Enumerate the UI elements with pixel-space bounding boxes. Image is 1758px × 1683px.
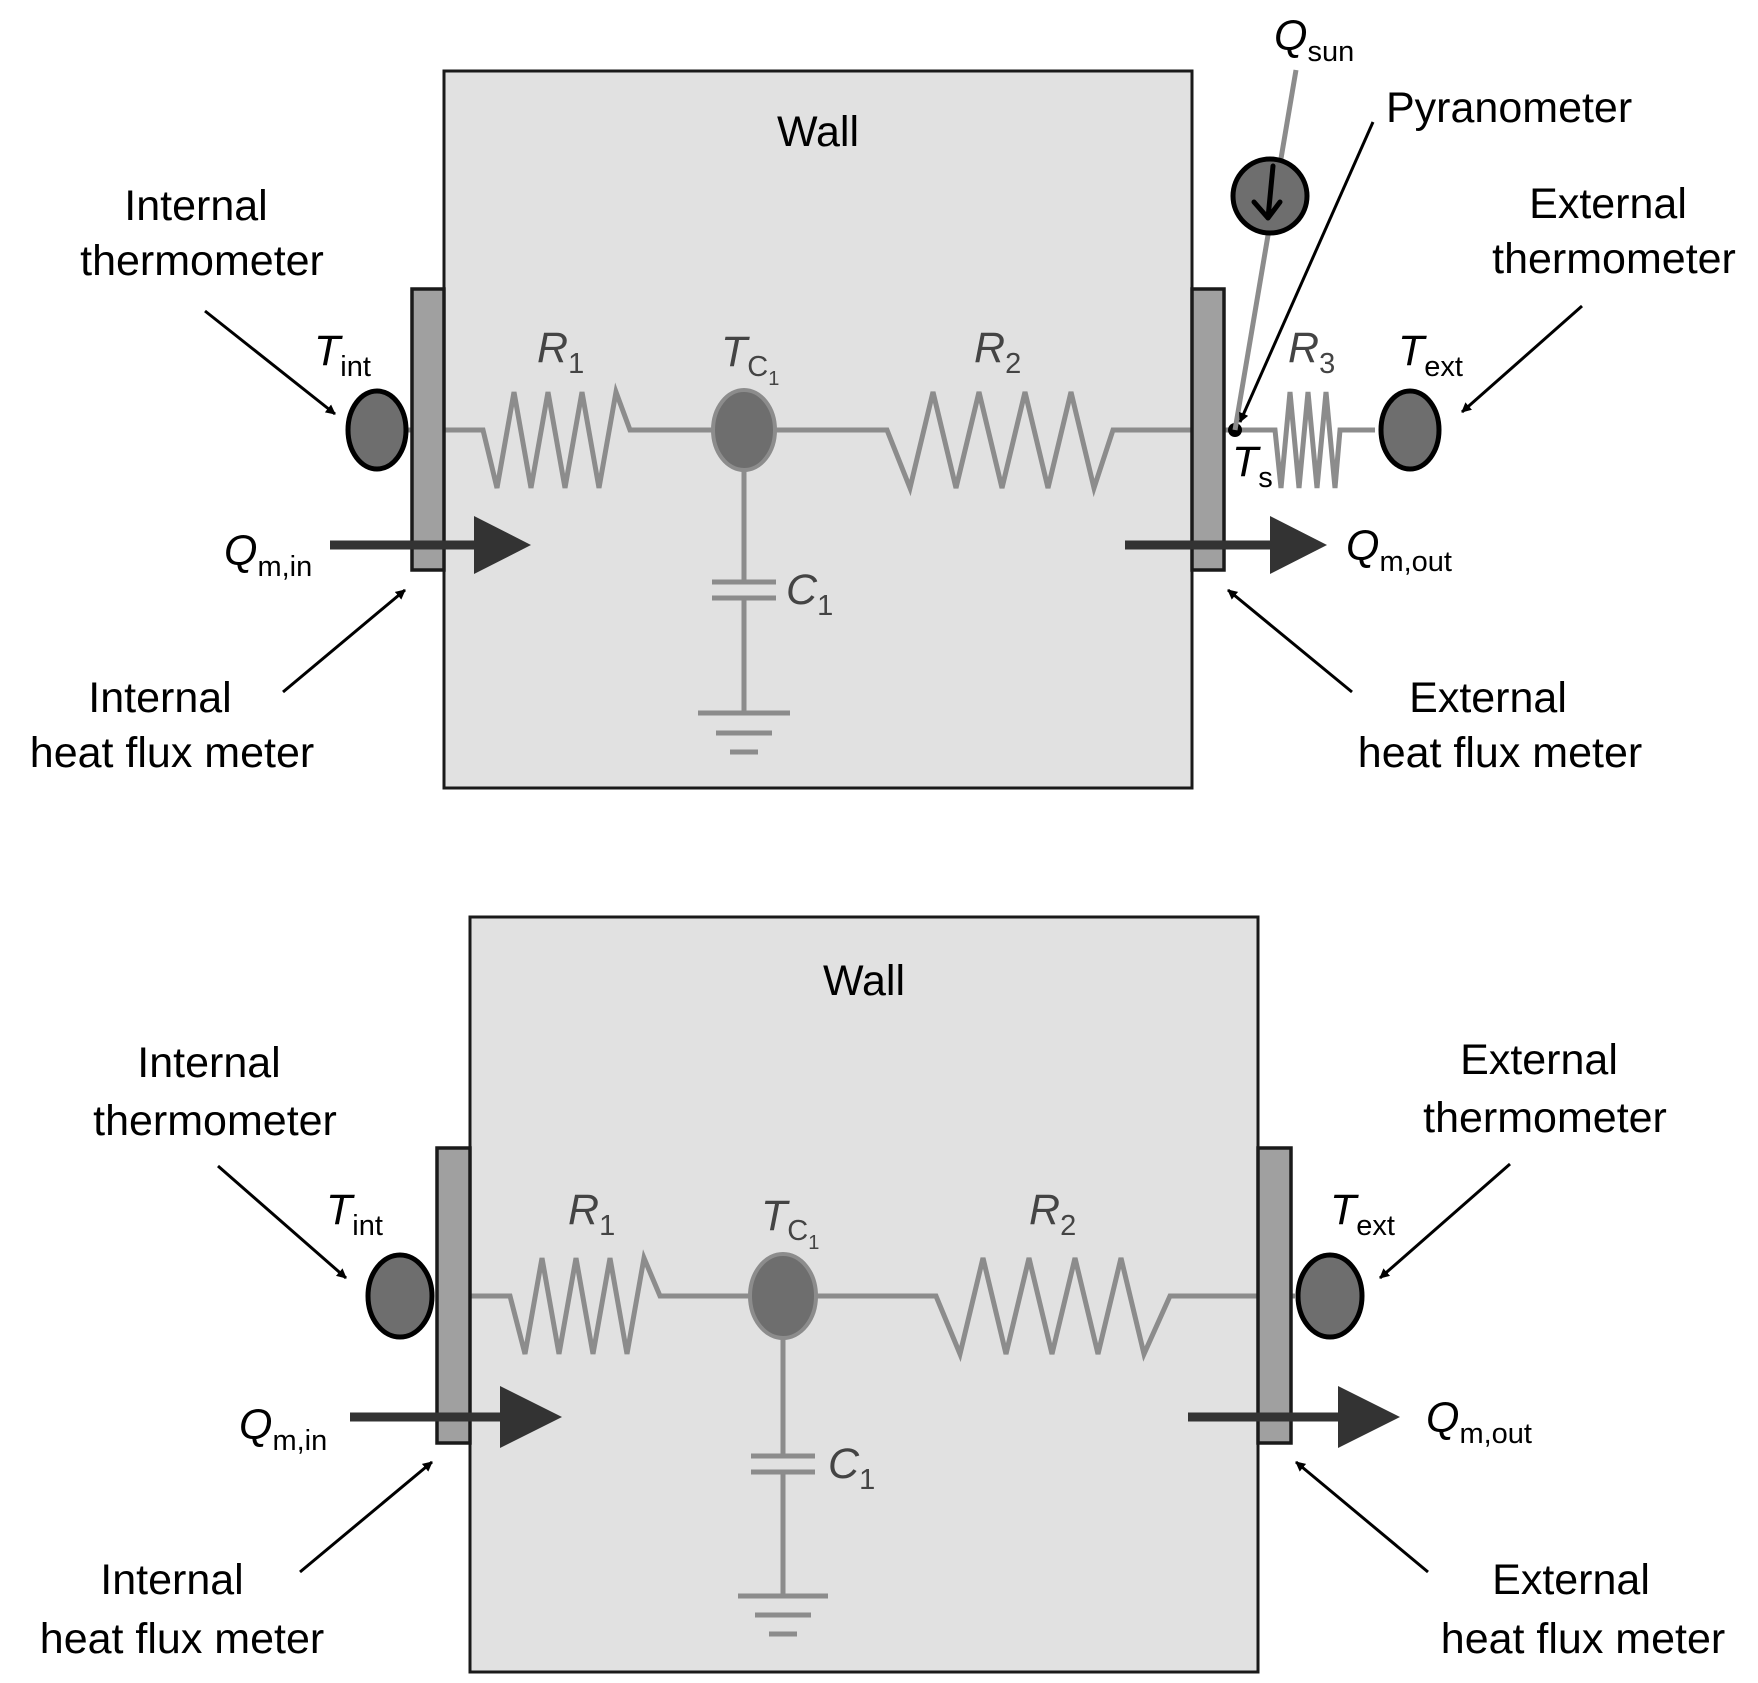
bottom-tc1-symbol: TC1	[761, 1192, 819, 1254]
top-pyranometer-label: Pyranometer	[1386, 84, 1632, 132]
bottom-external-thermometer-pointer	[1379, 1162, 1511, 1280]
top-q-out-symbol: Qm,out	[1346, 522, 1452, 578]
top-internal-thermometer-label: Internal thermometer	[80, 182, 324, 285]
top-external-thermometer-label: External thermometer	[1492, 180, 1736, 283]
top-t-int-symbol: Tint	[314, 327, 371, 383]
top-circuit-wire	[405, 382, 1235, 498]
top-r1-symbol: R1	[537, 324, 584, 380]
bottom-internal-thermometer-pointer	[217, 1164, 347, 1280]
bottom-internal-heat-flux-meter-label: Internal heat flux meter	[40, 1556, 324, 1663]
top-external-heat-flux-meter-plate	[1190, 287, 1226, 572]
bottom-external-thermometer-label: External thermometer	[1423, 1036, 1667, 1142]
bottom-external-heat-flux-meter-plate	[1256, 1146, 1293, 1445]
bottom-internal-thermometer-sensor	[365, 1252, 435, 1340]
bottom-q-out-arrowhead	[1338, 1386, 1400, 1448]
top-r3-symbol: R3	[1288, 324, 1335, 380]
top-pyranometer-arrow-icon	[1251, 163, 1283, 221]
top-r3-resistor	[1235, 391, 1375, 489]
top-internal-heat-flux-meter-label: Internal heat flux meter	[30, 674, 314, 777]
top-q-in-symbol: Qm,in	[224, 527, 312, 583]
top-external-heat-flux-meter-label: External heat flux meter	[1358, 674, 1642, 777]
top-capacitor	[698, 460, 790, 755]
bottom-tc1-node	[748, 1252, 818, 1340]
top-q-sun-symbol: Qsun	[1274, 12, 1354, 68]
bottom-wall-label: Wall	[823, 957, 905, 1005]
top-external-thermometer-sensor	[1378, 388, 1442, 472]
bottom-q-out-symbol: Qm,out	[1426, 1394, 1532, 1450]
top-tc1-node	[711, 388, 777, 472]
bottom-capacitor	[738, 1338, 828, 1637]
top-internal-heat-flux-pointer	[282, 588, 406, 694]
bottom-panel: Wall Internal thermometer External therm…	[40, 915, 1725, 1674]
top-sun-ray	[1232, 69, 1299, 431]
top-r2-symbol: R2	[974, 324, 1021, 380]
top-internal-thermometer-pointer	[204, 309, 336, 416]
top-external-heat-flux-pointer	[1227, 588, 1353, 694]
top-q-in-arrowhead	[474, 516, 531, 574]
top-external-thermometer-pointer	[1461, 304, 1583, 414]
top-pyranometer-pointer	[1238, 121, 1375, 423]
top-t-ext-symbol: Text	[1398, 327, 1463, 383]
bottom-internal-heat-flux-meter-plate	[435, 1146, 472, 1445]
bottom-external-thermometer-sensor	[1295, 1252, 1365, 1340]
bottom-internal-heat-flux-pointer	[299, 1460, 433, 1574]
top-ts-symbol: Ts	[1232, 438, 1273, 494]
bottom-internal-thermometer-label: Internal thermometer	[93, 1039, 337, 1145]
bottom-q-in-symbol: Qm,in	[239, 1401, 327, 1457]
bottom-external-heat-flux-meter-label: External heat flux meter	[1441, 1556, 1725, 1663]
bottom-q-in-arrowhead	[500, 1386, 562, 1448]
bottom-t-ext-symbol: Text	[1330, 1186, 1395, 1242]
bottom-circuit-wire	[438, 1249, 1295, 1363]
top-internal-heat-flux-meter-plate	[410, 287, 446, 572]
bottom-c1-symbol: C1	[828, 1440, 875, 1496]
top-tc1-symbol: TC1	[721, 328, 779, 390]
bottom-t-int-symbol: Tint	[326, 1186, 383, 1242]
bottom-external-heat-flux-pointer	[1295, 1460, 1429, 1574]
top-internal-thermometer-sensor	[345, 388, 409, 472]
top-wall-label: Wall	[777, 108, 859, 156]
top-q-out-arrowhead	[1270, 516, 1327, 574]
bottom-r1-symbol: R1	[568, 1186, 615, 1242]
top-panel: Wall Internal thermometer	[30, 12, 1736, 790]
bottom-r2-symbol: R2	[1029, 1186, 1076, 1242]
top-c1-symbol: C1	[786, 566, 833, 622]
